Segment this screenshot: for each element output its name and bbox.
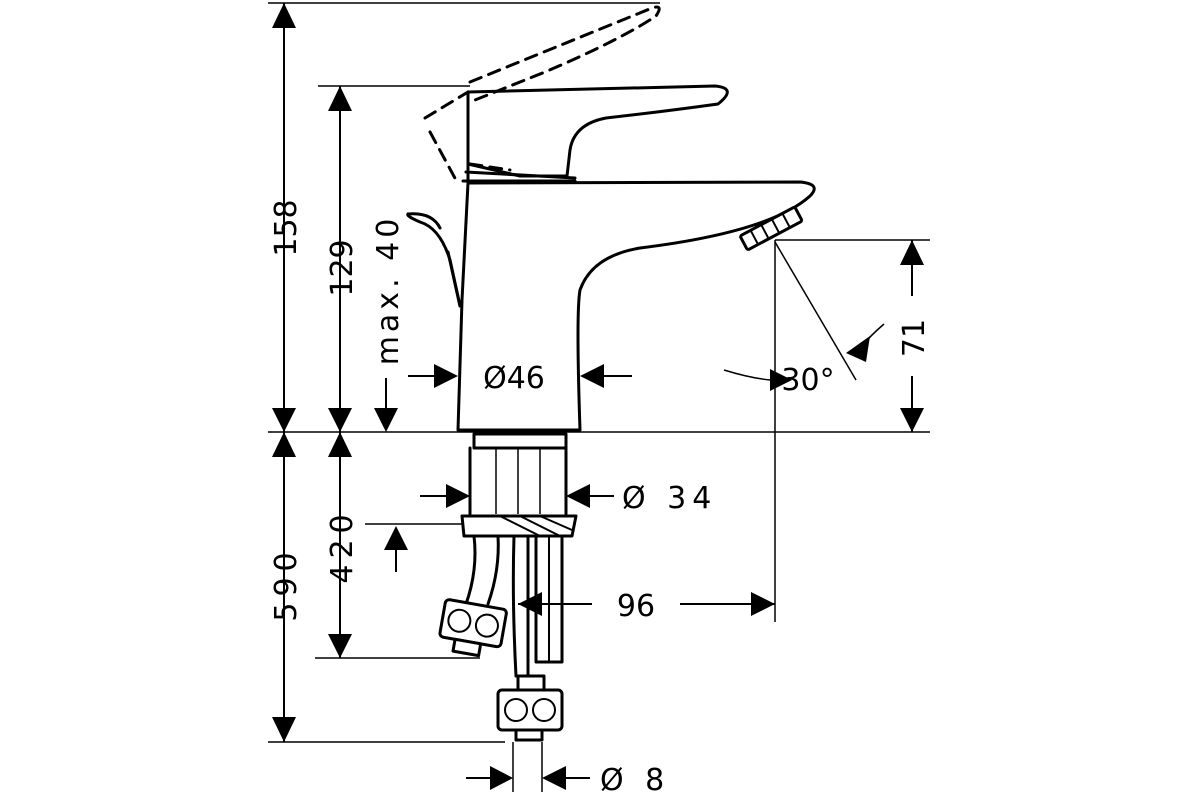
label-body-diameter: Ø46 bbox=[483, 361, 545, 396]
label-spout-height: 71 bbox=[897, 319, 932, 357]
label-total-height: 158 bbox=[269, 199, 304, 256]
dim-max-opening bbox=[374, 378, 398, 432]
dim-projection bbox=[518, 592, 775, 616]
reference-lines bbox=[268, 2, 930, 792]
faucet-body bbox=[406, 5, 816, 432]
dim-hose-long bbox=[272, 432, 296, 742]
dim-shank-diameter bbox=[420, 484, 614, 508]
label-hose-short: 420 bbox=[325, 508, 360, 583]
dim-total-height bbox=[272, 3, 296, 432]
dim-hose-short bbox=[328, 432, 408, 658]
dim-hose-diameter bbox=[466, 766, 590, 790]
dim-body-diameter bbox=[408, 364, 632, 388]
label-spray-angle: 30° bbox=[781, 363, 834, 398]
label-shank-diameter: Ø 34 bbox=[622, 481, 717, 516]
label-max-opening: max. 40 bbox=[371, 215, 406, 366]
dim-body-height bbox=[328, 86, 352, 432]
faucet-base-and-hoses bbox=[438, 432, 578, 742]
label-projection: 96 bbox=[617, 589, 655, 624]
spray-angle-lines bbox=[723, 241, 885, 391]
dim-spout-height bbox=[900, 240, 924, 432]
label-body-height: 129 bbox=[325, 239, 360, 296]
label-hose-diameter: Ø 8 bbox=[600, 763, 670, 798]
label-hose-long: 590 bbox=[269, 546, 304, 621]
